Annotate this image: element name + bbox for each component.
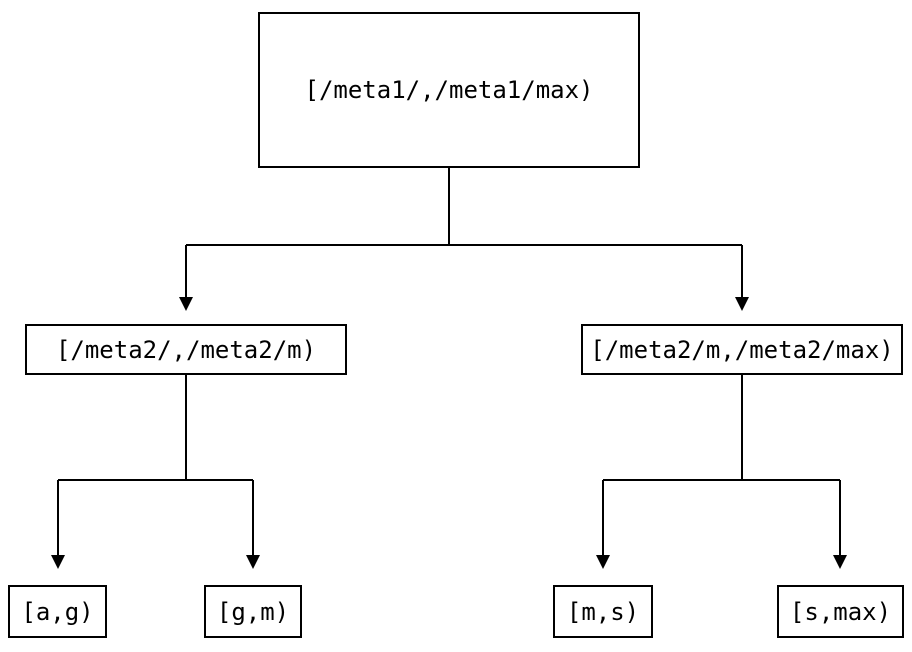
arrowhead-icon — [51, 555, 65, 569]
node-meta2-right-interval: [/meta2/m,/meta2/max) — [581, 324, 903, 375]
arrowhead-icon — [246, 555, 260, 569]
arrowhead-icon — [833, 555, 847, 569]
node-leaf-s-max: [s,max) — [777, 585, 904, 638]
node-leaf-g-m: [g,m) — [204, 585, 302, 638]
arrowhead-icon — [735, 297, 749, 311]
node-meta2-left-interval: [/meta2/,/meta2/m) — [25, 324, 347, 375]
edge-right-to-children — [602, 375, 841, 555]
arrowhead-icon — [179, 297, 193, 311]
edge-root-to-children — [185, 168, 743, 297]
node-leaf-a-g: [a,g) — [8, 585, 107, 638]
node-root-interval: [/meta1/,/meta1/max) — [258, 12, 640, 168]
arrowhead-icon — [596, 555, 610, 569]
edge-left-to-children — [57, 375, 254, 555]
node-leaf-m-s: [m,s) — [553, 585, 653, 638]
